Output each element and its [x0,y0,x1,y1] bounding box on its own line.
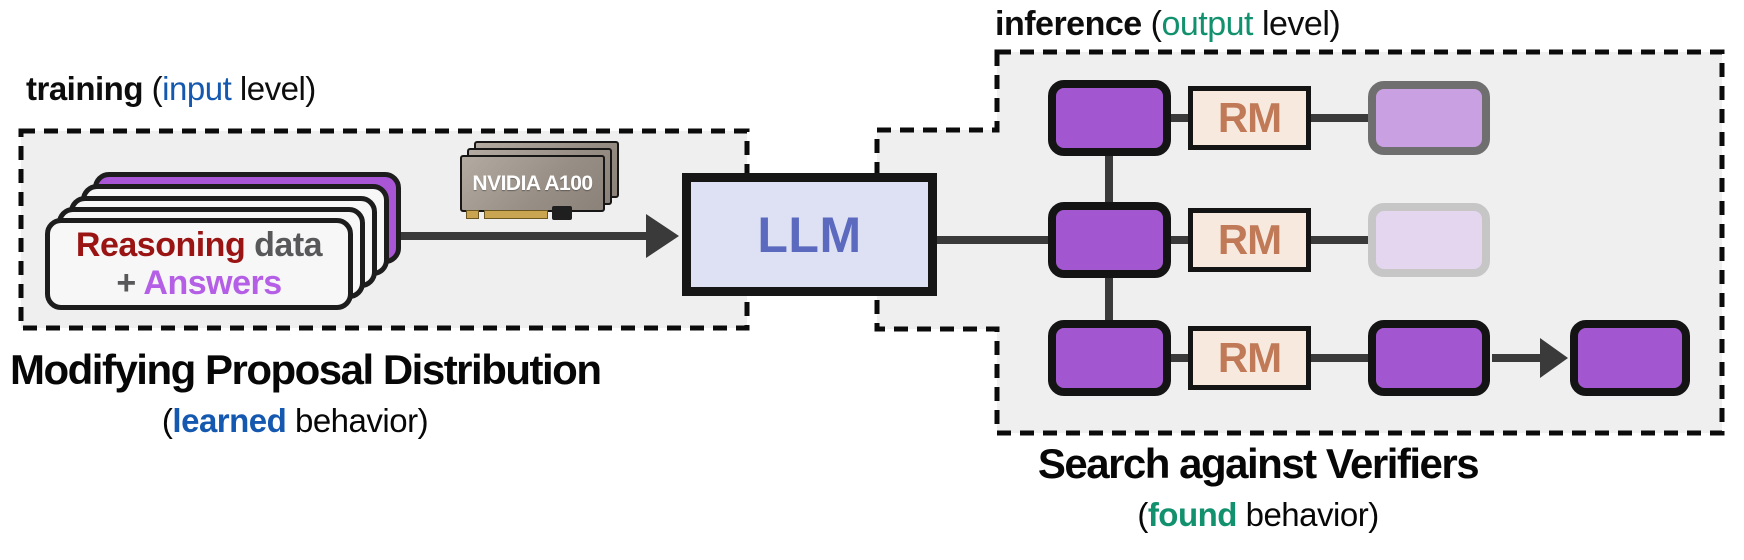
gpu-bracket-notch [552,206,572,220]
training-caption-rest: behavior) [286,402,429,439]
answers-word: Answers [143,264,282,302]
stacked-card-front [45,218,353,310]
training-caption-sub: (learned behavior) [10,402,580,440]
inference-caption-accent: found [1147,496,1238,533]
rm-label-2: RM [1217,216,1282,263]
training-label-rest: level) [231,70,316,107]
scored-output-1 [1368,81,1490,155]
training-label-word: training [26,70,144,107]
training-caption: Modifying Proposal Distribution (learned… [10,346,602,440]
scored-output-3 [1368,320,1490,396]
training-caption-accent: learned [172,402,287,439]
training-section-label: training (input level) [26,70,316,108]
scored-output-2 [1368,203,1490,277]
inference-section-label: inference (output level) [995,5,1341,44]
gpu-pin-long [484,210,548,219]
inference-caption-sub: (found behavior) [978,496,1538,534]
sample-box-1 [1048,80,1171,156]
inference-label-word: inference [995,5,1142,43]
reasoning-word: Reasoning [75,225,246,264]
best-answer-arrowhead [1540,338,1568,378]
plus-sign: + [116,264,144,302]
inference-caption: Search against Verifiers (found behavior… [978,440,1538,534]
training-label-accent: input [162,70,232,107]
inference-caption-open: ( [1137,496,1148,533]
sample-box-3 [1048,320,1171,396]
inference-label-rest: level) [1253,5,1341,43]
inference-caption-rest: behavior) [1236,496,1380,533]
best-answer-box [1570,320,1690,396]
gpu-pin-small [466,210,479,219]
training-caption-title: Modifying Proposal Distribution [10,346,602,393]
inference-caption-title: Search against Verifiers [1037,440,1480,487]
rm-label-1: RM [1217,94,1282,141]
card-line-2: + Answers [116,264,282,302]
rm-box-1: RM [1188,86,1311,150]
sample-box-2 [1048,202,1171,278]
reasoning-card-text: Reasoning data + Answers [45,218,353,310]
data-word: data [245,225,323,264]
gpu-card-front: NVIDIA A100 [460,155,605,212]
training-label-paren: ( [143,70,163,107]
training-caption-open: ( [161,402,173,439]
inference-label-paren: ( [1141,5,1162,43]
gpu-label: NVIDIA A100 [472,171,593,195]
rm-box-2: RM [1188,208,1311,272]
rm-label-3: RM [1217,334,1282,381]
llm-box: LLM [682,173,937,296]
rm-box-3: RM [1188,326,1311,390]
inference-label-accent: output [1161,5,1253,43]
llm-label: LLM [757,206,862,263]
data-to-llm-arrowhead [646,214,679,258]
card-line-1: Reasoning data [75,225,323,264]
